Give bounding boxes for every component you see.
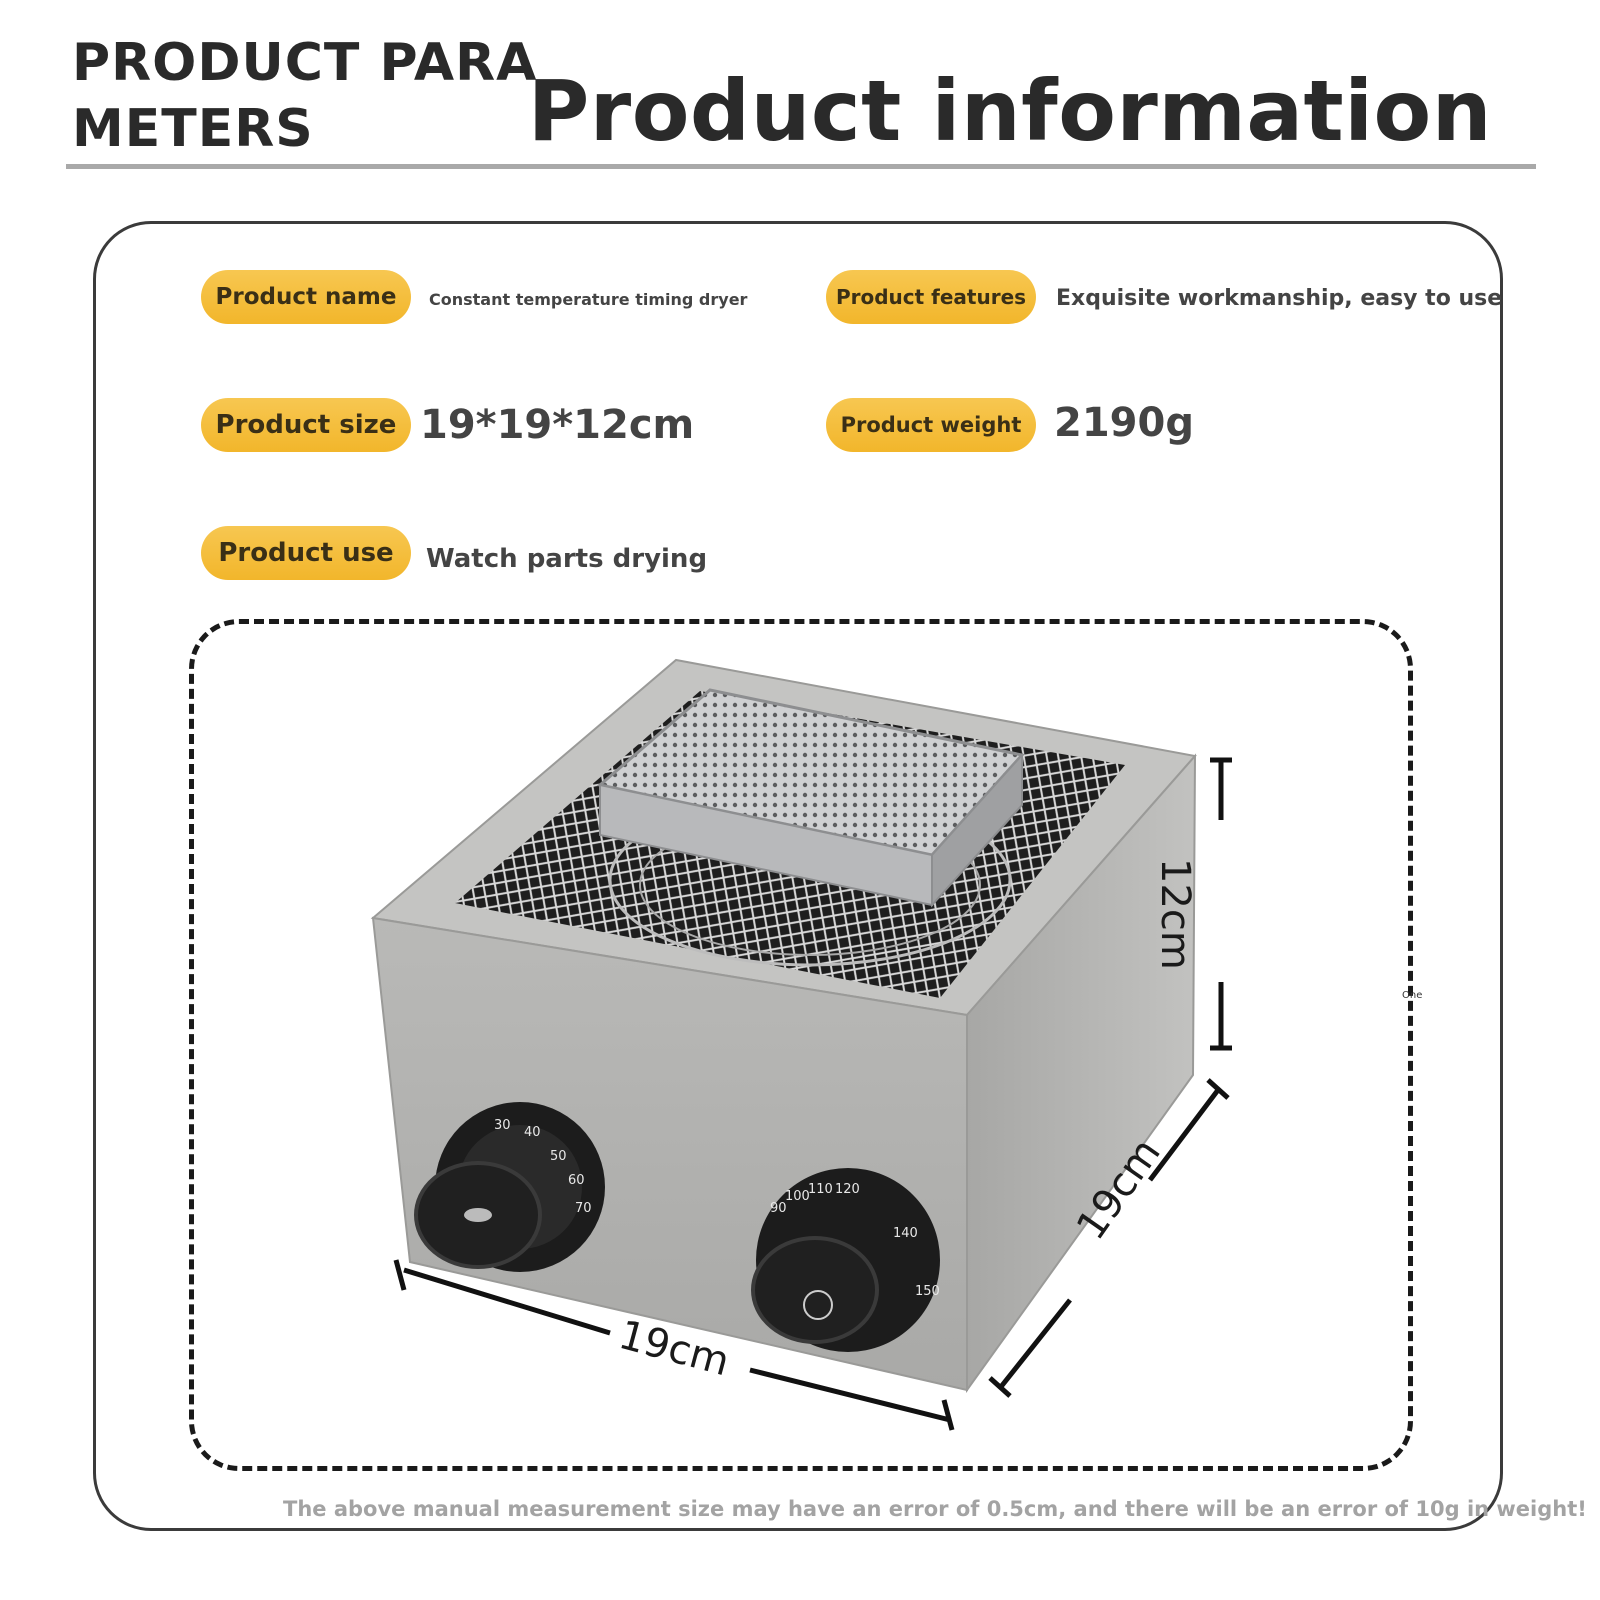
product-features-value: Exquisite workmanship, easy to use — [1056, 286, 1503, 311]
header-left-title: PRODUCT PARA METERS — [72, 30, 537, 162]
product-use-label: Product use — [201, 526, 411, 580]
small-mark: One — [1402, 990, 1423, 1001]
product-size-label: Product size — [201, 398, 411, 452]
product-weight-label: Product weight — [826, 398, 1036, 452]
page-title: Product information — [527, 62, 1492, 160]
dial-right-mark-140: 140 — [893, 1226, 918, 1241]
product-name-value: Constant temperature timing dryer — [429, 290, 748, 309]
product-size-value: 19*19*12cm — [420, 402, 695, 448]
product-name-label: Product name — [201, 270, 411, 324]
temperature-dial[interactable]: 30 40 50 60 70 — [414, 1102, 605, 1272]
header-divider — [66, 164, 1536, 169]
header-left-line2: METERS — [72, 99, 314, 159]
product-image-frame — [189, 619, 1413, 1471]
header-left-line1: PRODUCT PARA — [72, 33, 538, 93]
product-features-label: Product features — [826, 270, 1036, 324]
dimension-lines — [393, 757, 1232, 1431]
dial-left-mark-60: 60 — [568, 1173, 585, 1188]
dial-left-mark-70: 70 — [575, 1201, 592, 1216]
product-use-value: Watch parts drying — [426, 544, 708, 574]
dial-right-mark-110: 110 — [808, 1182, 833, 1197]
timer-dial[interactable]: 90 100 110 120 140 150 — [751, 1168, 940, 1352]
height-dimension-label: 12cm — [1152, 858, 1198, 970]
dial-right-mark-120: 120 — [835, 1182, 860, 1197]
dial-left-mark-30: 30 — [494, 1118, 511, 1133]
dial-right-mark-100: 100 — [785, 1189, 810, 1204]
dial-left-mark-40: 40 — [524, 1125, 541, 1140]
dial-right-mark-150: 150 — [915, 1284, 940, 1299]
measurement-disclaimer: The above manual measurement size may ha… — [283, 1497, 1587, 1521]
product-info-card — [93, 221, 1503, 1531]
dial-right-mark-90: 90 — [770, 1201, 787, 1216]
product-weight-value: 2190g — [1054, 400, 1194, 446]
dial-left-mark-50: 50 — [550, 1149, 567, 1164]
